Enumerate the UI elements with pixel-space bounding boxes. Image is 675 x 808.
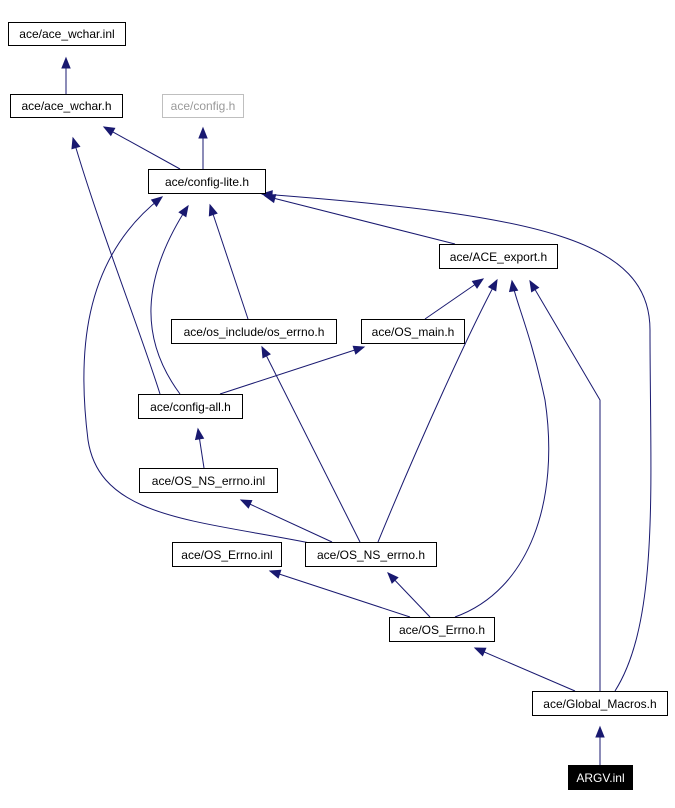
arrowhead-icon [487,278,498,292]
edge-line [261,193,652,692]
edge-config_all_h-to-config_lite_h [150,204,189,395]
edge-config_lite_h-to-config_h [198,126,208,169]
node-os-ns-errno-inl[interactable]: ace/OS_NS_errno.inl [139,468,278,493]
edge-argv_inl-to-global_macros_h [595,725,605,765]
edge-os_ns_errno_h-to-config_lite_h [83,196,321,546]
edge-line [261,346,361,543]
edge-line [219,346,365,395]
edge-line [424,278,484,320]
edge-os_errno_h-to-ace_export_h [454,279,550,618]
arrowhead-icon [102,126,116,137]
edge-os_main_h-to-ace_export_h [424,278,485,320]
arrowhead-icon [61,56,71,69]
node-config-all-h[interactable]: ace/config-all.h [138,394,243,419]
edge-os_ns_errno_h-to-ace_export_h [377,278,498,543]
node-config-lite-h[interactable]: ace/config-lite.h [148,169,266,194]
arrowhead-icon [239,499,253,509]
arrowhead-icon [208,203,218,217]
node-os-ns-errno-h[interactable]: ace/OS_NS_errno.h [305,542,437,567]
edge-os_ns_errno_h-to-os_ns_errno_inl [239,499,333,543]
edge-line [83,196,321,546]
edge-global_macros_h-to-ace_export_h [529,279,601,691]
node-global-macros-h[interactable]: ace/Global_Macros.h [532,691,668,716]
arrowhead-icon [471,278,485,289]
node-os-errno-h[interactable]: ace/OS_Errno.h [389,617,495,642]
edge-line [72,137,161,395]
arrowhead-icon [260,190,273,200]
edge-global_macros_h-to-os_errno_h [473,647,576,692]
edge-os_ns_errno_inl-to-config_all_h [194,427,205,469]
arrowhead-icon [198,126,208,139]
node-os-include-os-errno-h[interactable]: ace/os_include/os_errno.h [171,319,337,344]
edge-os_errno_h-to-os_ns_errno_h [387,572,431,618]
arrowhead-icon [194,427,205,441]
node-ace-wchar-inl[interactable]: ace/ace_wchar.inl [8,22,126,46]
edge-line [264,195,456,245]
edge-line [529,280,601,691]
edge-line [454,280,550,618]
edge-global_macros_h-to-config_lite_h [260,190,652,692]
edge-ace_wchar_h-to-ace_wchar_inl [61,56,71,94]
arrowhead-icon [508,279,519,293]
edge-os_include_errno-to-config_lite_h [208,203,249,320]
node-argv-inl: ARGV.inl [568,765,633,790]
edge-line [103,126,181,170]
arrowhead-icon [268,569,282,579]
node-ace-wchar-h[interactable]: ace/ace_wchar.h [10,94,123,118]
arrowhead-icon [352,345,366,355]
arrowhead-icon [529,279,540,293]
arrowhead-icon [473,647,487,657]
edge-line [209,204,249,320]
arrowhead-icon [71,136,81,150]
edge-line [269,570,411,618]
edge-os_ns_errno_h-to-os_include_errno [261,345,361,543]
edge-config_all_h-to-os_main_h [219,345,366,395]
node-ace-export-h[interactable]: ace/ACE_export.h [439,244,558,269]
edge-config_lite_h-to-ace_wchar_h [102,126,181,170]
edge-line [377,279,498,543]
edge-line [150,205,189,395]
arrowhead-icon [150,196,164,208]
arrowhead-icon [387,572,399,584]
edge-os_errno_h-to-os_errno_inl [268,569,411,618]
arrowhead-icon [595,725,605,738]
edge-line [474,647,576,692]
edge-config_all_h-to-ace_wchar_h [71,136,161,395]
node-os-errno-inl[interactable]: ace/OS_Errno.inl [172,542,282,567]
arrowhead-icon [261,345,271,359]
node-os-main-h[interactable]: ace/OS_main.h [361,319,465,344]
arrowhead-icon [178,204,189,218]
node-config-h: ace/config.h [162,94,244,118]
edge-line [240,499,333,543]
